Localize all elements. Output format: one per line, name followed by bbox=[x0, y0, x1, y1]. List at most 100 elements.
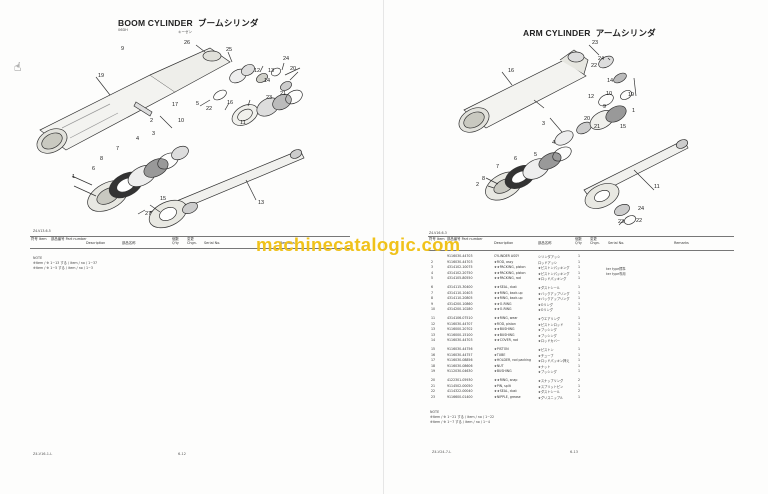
callout-label: 16 bbox=[227, 100, 233, 106]
table-header-rule bbox=[428, 250, 734, 251]
table-cell-no: 8 bbox=[431, 296, 434, 301]
table-cell-part: 4314102-10075 bbox=[447, 265, 473, 270]
table-cell-jp: ★ピストンパッキング bbox=[538, 266, 570, 271]
table-cell-no: 7 bbox=[431, 290, 434, 295]
table-cell-jp: ★ロッドパッキン押え bbox=[538, 359, 570, 364]
table-cell-desc: ★NUT bbox=[494, 363, 504, 368]
callout-label: 7 bbox=[496, 164, 499, 170]
table-cell-qty: 1 bbox=[578, 276, 581, 281]
callout-label: 8 bbox=[482, 176, 485, 182]
callout-label: 6 bbox=[514, 156, 517, 162]
table-cell-qty: 1 bbox=[578, 316, 581, 320]
table-cell-jp: ★スプリットピン bbox=[538, 384, 564, 389]
callout-label: 20 bbox=[290, 66, 296, 72]
table-cell-jp: ★バックアップリング bbox=[538, 291, 570, 296]
callout-label: 3 bbox=[542, 121, 545, 127]
callout-label: 15 bbox=[620, 124, 626, 130]
col-header-qty: 個数 Q'ty bbox=[575, 237, 582, 245]
table-cell-qty: 1 bbox=[578, 290, 581, 295]
page-title: BOOM CYLINDER ブームシリンダ bbox=[118, 17, 259, 29]
table-cell-part: 9114502-00050 bbox=[447, 383, 473, 388]
table-cell-desc: ★BUSHING bbox=[494, 369, 512, 374]
right-page: ARM CYLINDER アームシリンダ bbox=[384, 0, 768, 494]
table-cell-desc: ★★BUSHING bbox=[494, 327, 515, 332]
callout-label: 19 bbox=[628, 92, 634, 98]
callout-label: 17 bbox=[172, 102, 178, 108]
table-cell-desc: ★★RING, back-up bbox=[494, 296, 523, 301]
footer-code: Z4-V24-7-L bbox=[432, 450, 452, 454]
callout-label: 12 bbox=[254, 68, 260, 74]
table-cell-qty: 1 bbox=[578, 321, 581, 326]
callout-label: 5 bbox=[534, 152, 537, 158]
table-cell-qty: 1 bbox=[578, 347, 581, 351]
table-cell-desc: ★TUBE bbox=[494, 352, 506, 357]
note-line-2: ※item / ※ 1~5 する / item / no / 1~3 bbox=[33, 266, 93, 270]
callout-label: 23 bbox=[266, 95, 272, 101]
table-cell-part: 4122301-05930 bbox=[447, 378, 473, 382]
table-cell-no: 12 bbox=[431, 321, 436, 326]
table-cell-no: 23 bbox=[431, 394, 436, 399]
table-cell-no: 18 bbox=[431, 363, 436, 368]
table-cell-qty: 2 bbox=[578, 389, 581, 394]
table-cell-jp: ★ブッシング bbox=[538, 333, 557, 338]
table-cell-qty: 1 bbox=[578, 383, 581, 388]
table-cell-part: 9116000-20702 bbox=[447, 327, 473, 332]
callout-label: 3 bbox=[152, 131, 155, 137]
callout-label: 22 bbox=[591, 63, 597, 69]
callout-label: 13 bbox=[268, 68, 274, 74]
table-cell-qty: 1 bbox=[578, 363, 581, 368]
callout-label: 8 bbox=[100, 156, 103, 162]
table-cell-qty: 1 bbox=[578, 285, 581, 289]
note-line-1: ※item / ※ 1~13 する / item / no / 1~37 bbox=[33, 261, 98, 265]
table-cell-no: 11 bbox=[431, 316, 436, 320]
table-cell-no: 19 bbox=[431, 369, 436, 374]
table-cell-jp: ロッドアッシ bbox=[538, 260, 558, 265]
callout-label: 11 bbox=[240, 120, 246, 126]
table-cell-part: 9116030-44703 bbox=[447, 259, 473, 264]
callout-label: 19 bbox=[98, 73, 104, 79]
table-cell-qty: 1 bbox=[578, 394, 581, 399]
table-cell-jp: ★ダストシール bbox=[538, 390, 560, 395]
left-page: BOOM CYLINDER ブームシリンダ 06DH キーゼン bbox=[30, 17, 350, 456]
callout-label: 22 bbox=[636, 218, 642, 224]
table-cell-no: 14 bbox=[431, 338, 436, 343]
table-cell-qty: 1 bbox=[578, 259, 581, 264]
callout-label: 10 bbox=[178, 118, 184, 124]
subtitle-jp: キーゼン bbox=[178, 30, 192, 34]
col-header-chgn: 変更 Chgn. bbox=[187, 237, 197, 245]
col-header-no: 符号 Item bbox=[31, 237, 47, 241]
callout-label: 24 bbox=[598, 56, 604, 62]
hand-cursor-icon: ☝ bbox=[14, 60, 22, 74]
table-cell-desc: ★NIPPLE, grease bbox=[494, 394, 521, 399]
note-line-2: ※item / ※ 1~7 する / item / no / 1~4 bbox=[430, 420, 490, 424]
col-header-chgn: 変更 Chgn. bbox=[590, 237, 600, 245]
callout-label: 2 bbox=[476, 182, 479, 188]
table-cell-no: 13 bbox=[431, 327, 436, 332]
table-cell-jp: ★ウエアリング bbox=[538, 317, 560, 321]
callout-label: 12 bbox=[588, 94, 594, 100]
table-cell-jp: ★ブッシング bbox=[538, 328, 557, 333]
table-cell-desc: ★★SEAL, dust bbox=[494, 389, 517, 394]
col-header-qty: 個数 Q'ty bbox=[172, 237, 179, 245]
table-cell-desc: ★★RING, back-up bbox=[494, 290, 523, 295]
remark-note-1: ker type標準 bbox=[606, 267, 626, 271]
table-cell-no: 16 bbox=[431, 352, 436, 357]
table-cell-jp: シリンダアッシ bbox=[538, 255, 561, 259]
table-cell-desc: ★★PACKING, piston bbox=[494, 270, 526, 275]
callout-label: 21 bbox=[280, 91, 286, 97]
table-cell-qty: 1 bbox=[578, 265, 581, 270]
figure-code: Z4-V16-6-3 bbox=[429, 231, 447, 235]
table-cell-desc: ★★COVER, rod bbox=[494, 338, 519, 343]
table-cell-no: 13 bbox=[431, 332, 436, 337]
table-cell-part: 9116600-01400 bbox=[447, 394, 473, 399]
callout-label: 16 bbox=[508, 68, 514, 74]
callout-label: 1 bbox=[72, 174, 75, 180]
table-cell-qty: 1 bbox=[578, 332, 581, 337]
callout-label: 9 bbox=[121, 46, 124, 52]
col-header-jp: 部品名称 bbox=[122, 241, 136, 245]
callout-label: 22 bbox=[206, 106, 212, 112]
callout-label: 10 bbox=[606, 91, 612, 97]
